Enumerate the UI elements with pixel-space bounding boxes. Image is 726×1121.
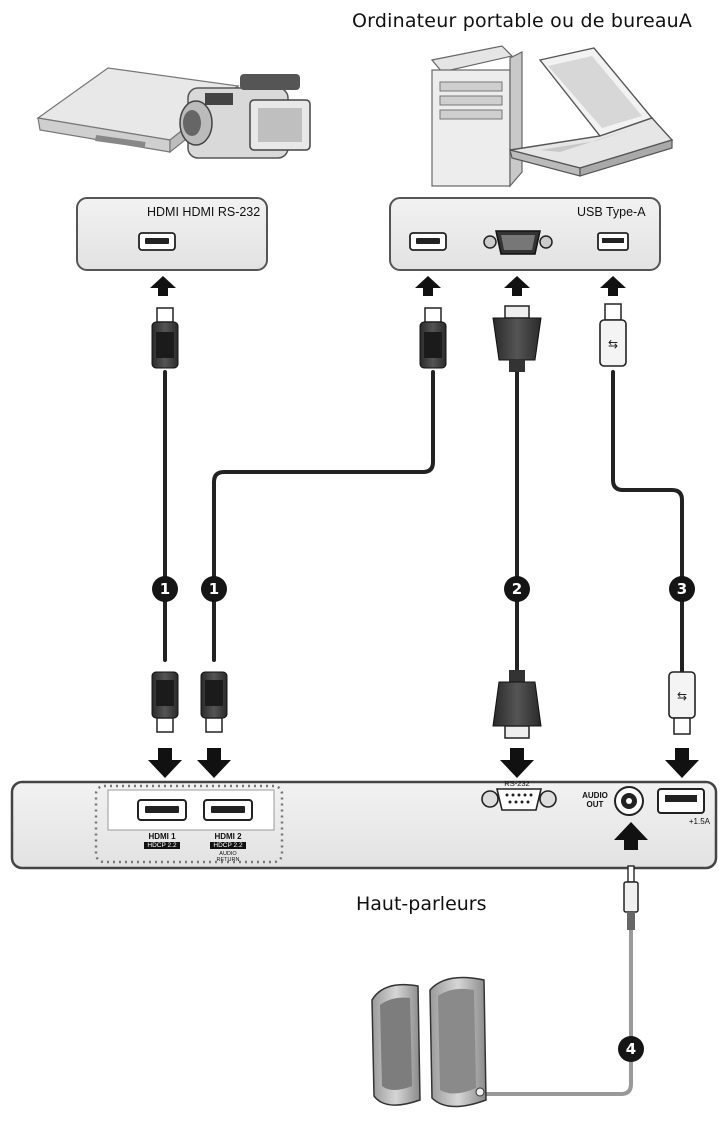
step-badge-4: 4 (618, 1036, 644, 1062)
hdmi2-label: HDMI 2 (214, 832, 242, 841)
hdmi1-port (137, 799, 187, 821)
rs232-port (481, 788, 557, 811)
down-arrow-icon (148, 748, 182, 778)
svg-text:⇆: ⇆ (677, 689, 687, 703)
step-badge-2: 2 (504, 576, 530, 602)
step-badge-1: 1 (152, 576, 178, 602)
source-left-label: HDMI HDMI RS-232 (147, 205, 261, 219)
rs232-connector-icon (492, 305, 542, 372)
hdmi-connector-icon (419, 307, 447, 369)
laptop-illustration (509, 47, 674, 177)
hdmi-connector-icon (151, 307, 179, 369)
audio-plug-icon (623, 865, 639, 930)
up-arrow-icon (504, 276, 530, 296)
speakers-title: Haut-parleurs (356, 893, 487, 915)
hdmi-cable-right (212, 370, 435, 662)
usb-connector-icon: ⇆ (599, 303, 627, 367)
rs232-port-source (483, 230, 553, 255)
hdmi1-label: HDMI 1 (148, 832, 176, 841)
hdmi-port-source-left (138, 232, 176, 251)
audio-cable (486, 822, 633, 1096)
step-badge-3: 3 (669, 576, 695, 602)
rs232-connector-icon (492, 670, 542, 739)
speakers-illustration (371, 976, 487, 1108)
usb-port-source (597, 232, 629, 251)
hdmi-port-source-right (409, 232, 447, 251)
audio-out-label: AUDIO OUT (582, 791, 608, 809)
usb-port (657, 788, 705, 814)
hdmi-connector-icon (151, 671, 179, 733)
source-right-label: USB Type-A (577, 205, 646, 219)
camcorder-illustration (179, 74, 311, 159)
step-badge-1b: 1 (201, 576, 227, 602)
usb-connector-icon: ⇆ (668, 671, 696, 735)
hdmi2-port (203, 799, 253, 821)
down-arrow-icon (665, 748, 699, 778)
desktop-tower-illustration (430, 45, 523, 188)
svg-text:⇆: ⇆ (608, 337, 618, 351)
up-arrow-icon (600, 276, 626, 296)
hdmi2-hdcp-badge: HDCP 2.2 (210, 842, 246, 849)
up-arrow-icon (415, 276, 441, 296)
hdmi1-hdcp-badge: HDCP 2.2 (144, 842, 180, 849)
hdmi-port-group-outline (94, 784, 284, 864)
usb-cable (611, 370, 684, 674)
up-arrow-icon (150, 276, 176, 296)
audio-out-jack (614, 786, 644, 816)
usb-power-label: +1.5A (688, 817, 710, 826)
audio-return-label: AUDIO RETURN (216, 851, 240, 863)
up-arrow-icon (614, 822, 648, 850)
down-arrow-icon (500, 748, 534, 778)
down-arrow-icon (197, 748, 231, 778)
hdmi-connector-icon (200, 671, 228, 733)
computer-title: Ordinateur portable ou de bureauA (352, 10, 693, 32)
rs232-label: RS-232 (504, 779, 530, 788)
